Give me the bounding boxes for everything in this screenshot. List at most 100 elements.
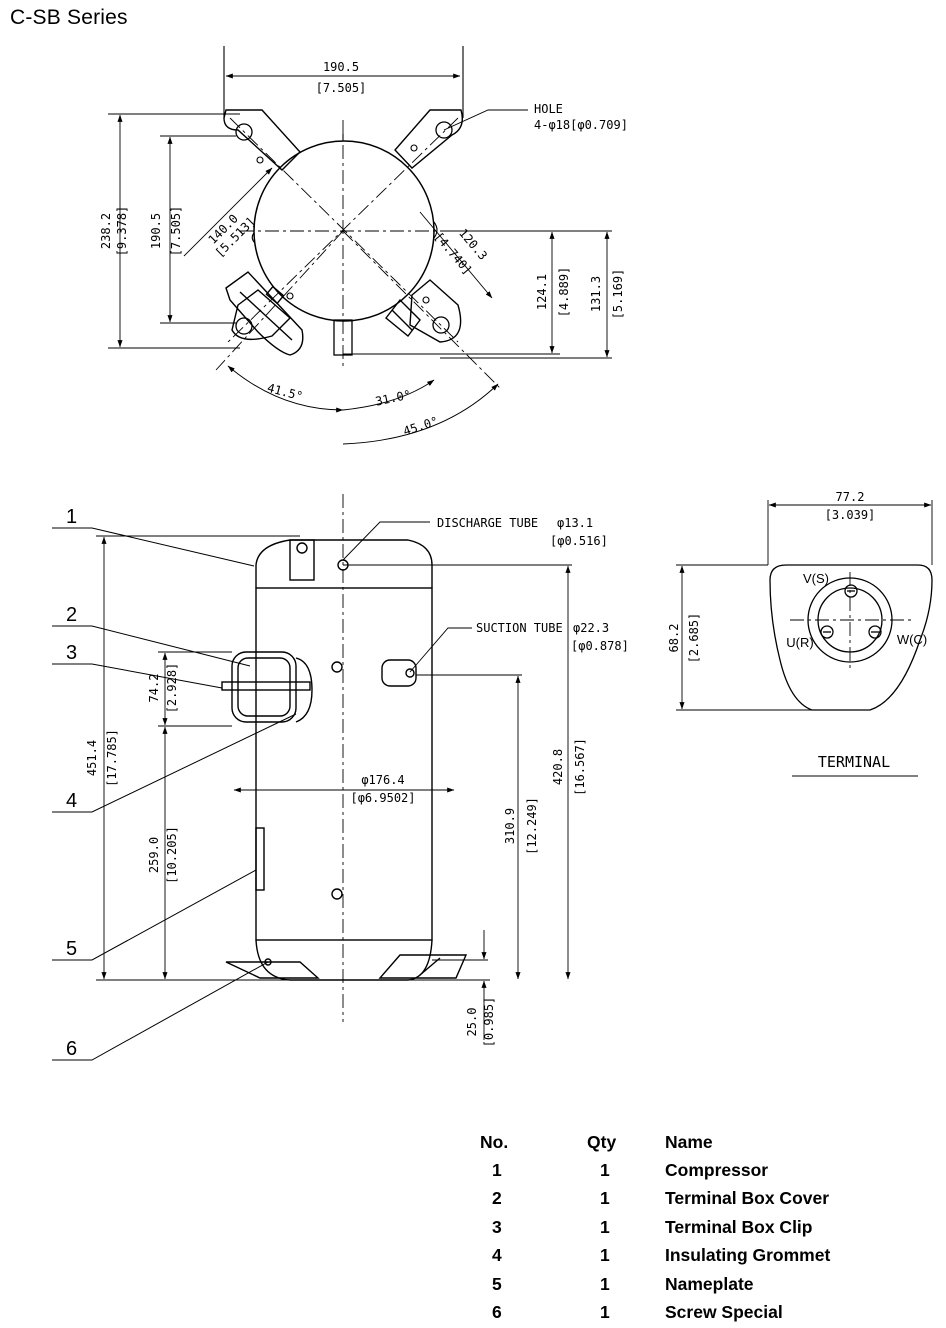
pin-w-label: W(C): [897, 632, 927, 647]
table-row: 2 1 Terminal Box Cover: [480, 1185, 865, 1213]
width-dim-inch-label: [7.505]: [316, 81, 367, 95]
part-name: Nameplate: [665, 1273, 754, 1294]
part-name: Screw Special: [665, 1302, 783, 1323]
discharge-tube-label: DISCHARGE TUBE: [437, 516, 538, 530]
terminal-box-clip-outline: [221, 681, 311, 691]
callout-5: 5: [66, 938, 77, 960]
suction-height-inch-label: [12.249]: [525, 797, 539, 855]
hole-pitch-dim-inch-label: [7.505]: [169, 206, 183, 257]
callout-1: 1: [66, 506, 77, 528]
terminal-labels: 77.2 [3.039] 68.2 [2.685] V(S) U(R) W(C)…: [667, 490, 927, 771]
part-no: 3: [492, 1216, 502, 1237]
terminal-box-outline: [225, 271, 304, 356]
part-no: 6: [492, 1302, 502, 1323]
parts-table-header: No. Qty Name: [480, 1128, 865, 1156]
part-name: Terminal Box Clip: [665, 1216, 813, 1237]
top-view-dimensions: [108, 73, 612, 445]
terminal-dimensions: [676, 500, 933, 777]
offset-dim-2-inch-label: [5.169]: [611, 269, 625, 320]
shell-dia-inch-label: [φ6.9502]: [350, 791, 415, 805]
suction-tube-outline: [381, 659, 417, 687]
height-dim-inch-label: [9.378]: [115, 206, 129, 257]
part-qty: 1: [600, 1216, 610, 1237]
offset-dim-2-label: 131.3: [589, 276, 603, 312]
header-qty: Qty: [587, 1131, 617, 1152]
foot-height-label: 25.0: [465, 1008, 479, 1037]
table-row: 4 1 Insulating Grommet: [480, 1242, 865, 1270]
terminal-box-outline: [221, 651, 313, 723]
front-view-labels: DISCHARGE TUBE φ13.1 [φ0.516] SUCTION TU…: [85, 516, 629, 1047]
box-height-label: 259.0: [147, 837, 161, 873]
table-row: 3 1 Terminal Box Clip: [480, 1213, 865, 1241]
terminal-width-label: 77.2: [836, 490, 865, 504]
front-view: [221, 539, 468, 981]
shell-body-outline: [255, 587, 433, 941]
suction-dim-inch-label: [φ0.878]: [571, 639, 629, 653]
foot-height-inch-label: [0.985]: [482, 997, 496, 1048]
discharge-height-inch-label: [16.567]: [573, 738, 587, 796]
discharge-dim-label: φ13.1: [557, 516, 593, 530]
terminal-pin-icon: [820, 584, 882, 639]
part-qty: 1: [600, 1273, 610, 1294]
header-name: Name: [665, 1131, 713, 1152]
clip-height-inch-label: [2.928]: [165, 663, 179, 714]
callout-6: 6: [66, 1038, 77, 1060]
table-row: 6 1 Screw Special: [480, 1298, 865, 1326]
discharge-height-label: 420.8: [551, 749, 565, 785]
header-no: No.: [480, 1131, 509, 1152]
total-height-inch-label: [17.785]: [105, 729, 119, 787]
front-view-dimensions: [96, 521, 572, 1040]
table-row: 5 1 Nameplate: [480, 1270, 865, 1298]
top-view-centerlines: [215, 117, 501, 389]
terminal-width-inch-label: [3.039]: [825, 508, 876, 522]
suction-height-label: 310.9: [503, 808, 517, 844]
terminal-height-inch-label: [2.685]: [687, 613, 701, 664]
part-qty: 1: [600, 1302, 610, 1323]
hole-spec-label: 4-φ18[φ0.709]: [534, 118, 628, 132]
suction-fitting-outline: [385, 298, 421, 338]
suction-tube-label: SUCTION TUBE: [476, 621, 563, 635]
table-row: 1 1 Compressor: [480, 1156, 865, 1184]
part-qty: 1: [600, 1160, 610, 1181]
part-name: Terminal Box Cover: [665, 1188, 830, 1209]
suction-dim-label: φ22.3: [573, 621, 609, 635]
offset-dim-1-label: 124.1: [535, 274, 549, 310]
series-title: C-SB Series: [10, 6, 128, 29]
terminal-centerlines: [790, 572, 912, 672]
part-no: 4: [492, 1245, 502, 1266]
offset-dim-1-inch-label: [4.889]: [557, 267, 571, 318]
parts-table: No. Qty Name 1 1 Compressor 2 1 Terminal…: [480, 1128, 865, 1327]
terminal-caption: TERMINAL: [818, 753, 890, 771]
pin-v-label: V(S): [803, 571, 829, 586]
part-no: 5: [492, 1273, 502, 1294]
part-name: Insulating Grommet: [665, 1245, 831, 1266]
callout-3: 3: [66, 642, 77, 664]
angle-2-label: 31.0°: [374, 387, 412, 408]
nameplate-outline: [255, 827, 265, 891]
part-name: Compressor: [665, 1160, 769, 1181]
hole-label: HOLE: [534, 102, 563, 116]
callout-numbers: 1 2 3 4 5 6: [66, 506, 77, 1060]
width-dim-label: 190.5: [323, 60, 359, 74]
shell-dome-outline: [255, 539, 433, 566]
total-height-label: 451.4: [85, 740, 99, 776]
shell-dia-label: φ176.4: [361, 773, 404, 787]
height-dim-label: 238.2: [99, 213, 113, 249]
clip-height-label: 74.2: [147, 674, 161, 703]
part-qty: 1: [600, 1245, 610, 1266]
part-no: 1: [492, 1160, 502, 1181]
mounting-hole-icon: [235, 121, 453, 335]
part-qty: 1: [600, 1188, 610, 1209]
box-height-inch-label: [10.205]: [165, 826, 179, 884]
hole-pitch-dim-label: 190.5: [149, 213, 163, 249]
discharge-dim-inch-label: [φ0.516]: [550, 534, 608, 548]
pin-u-label: U(R): [786, 635, 813, 650]
part-no: 2: [492, 1188, 502, 1209]
terminal-plate-outline: [769, 564, 933, 711]
terminal-height-label: 68.2: [667, 624, 681, 653]
callout-2: 2: [66, 604, 77, 626]
callout-4: 4: [66, 790, 77, 812]
callout-leaders: [52, 527, 297, 1061]
angle-3-label: 45.0°: [401, 414, 440, 438]
